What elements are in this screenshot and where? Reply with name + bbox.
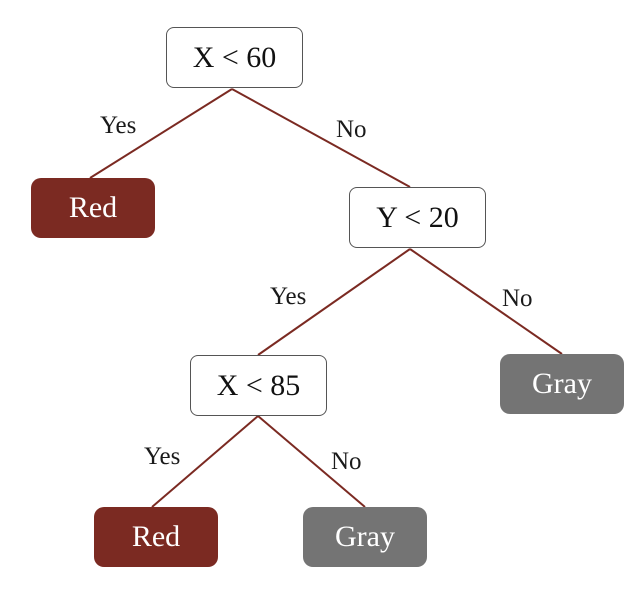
leaf-node-level3-no: Gray [303, 507, 427, 567]
edge-root-no [231, 88, 411, 188]
edge-label-root-yes: Yes [100, 112, 137, 139]
decision-node-label: X < 85 [216, 368, 301, 402]
edge-root-yes [89, 88, 233, 179]
decision-node-root: X < 60 [166, 27, 303, 88]
decision-node-level2: Y < 20 [349, 187, 486, 248]
edge-level2-no [409, 248, 563, 355]
leaf-node-level2-no: Gray [500, 354, 624, 414]
edge-label-level2-no: No [502, 285, 533, 312]
edge-level3-no [257, 415, 366, 508]
decision-node-level3: X < 85 [190, 355, 327, 416]
leaf-label: Gray [532, 367, 592, 400]
edge-label-level2-yes: Yes [270, 283, 307, 310]
leaf-label: Red [131, 520, 181, 553]
edge-level3-yes [151, 415, 259, 508]
edge-label-level3-yes: Yes [144, 443, 181, 470]
decision-node-label: Y < 20 [376, 200, 459, 234]
leaf-label: Red [68, 191, 118, 224]
leaf-node-level3-yes: Red [94, 507, 218, 567]
leaf-label: Gray [335, 520, 395, 553]
edge-label-root-no: No [336, 116, 367, 143]
edge-level2-yes [257, 248, 411, 356]
leaf-node-root-yes: Red [31, 178, 155, 238]
edge-label-level3-no: No [331, 448, 362, 475]
decision-node-label: X < 60 [192, 40, 277, 74]
